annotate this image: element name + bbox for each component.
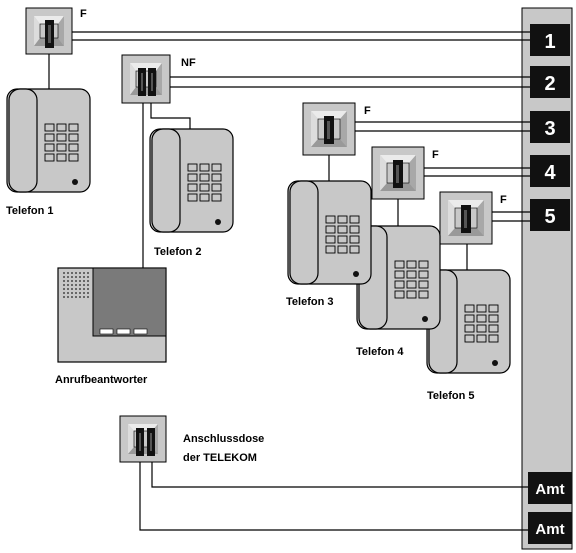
port-1-number: 1 — [544, 31, 555, 53]
telekom-socket-label-line1: Anschlussdose — [183, 433, 264, 445]
port-5-number: 5 — [544, 206, 555, 228]
port-5: 5 — [530, 199, 570, 231]
port-4-number: 4 — [544, 162, 556, 184]
telephone-2-label: Telefon 2 — [154, 246, 201, 258]
port-2: 2 — [530, 66, 570, 98]
trunk-port-1: Amt — [528, 472, 572, 504]
wall-socket-4 — [371, 146, 425, 200]
wiring — [48, 31, 530, 531]
trunk-port-2: Amt — [528, 512, 572, 544]
telephone-3 — [287, 180, 372, 285]
port-4: 4 — [530, 155, 570, 187]
telephone-3-label: Telefon 3 — [286, 296, 333, 308]
answering-machine — [57, 267, 167, 363]
answering-machine-label: Anrufbeantworter — [55, 374, 148, 386]
socket-5-type: F — [500, 194, 507, 206]
wall-socket-2 — [121, 54, 171, 104]
telephone-4-label: Telefon 4 — [356, 346, 404, 358]
telekom-socket-label-line2: der TELEKOM — [183, 452, 257, 464]
trunk-port-2-label: Amt — [535, 521, 564, 538]
wall-socket-1 — [25, 7, 73, 55]
telephone-1-label: Telefon 1 — [6, 205, 53, 217]
socket-2-type: NF — [181, 57, 196, 69]
wall-socket-3 — [302, 102, 356, 156]
socket-1-type: F — [80, 8, 87, 20]
wall-socket-5 — [439, 191, 493, 245]
telephone-5-label: Telefon 5 — [427, 390, 474, 402]
socket-3-type: F — [364, 105, 371, 117]
connection-panel — [521, 7, 573, 550]
telephone-2 — [149, 128, 234, 233]
port-3-number: 3 — [544, 118, 555, 140]
port-2-number: 2 — [544, 73, 555, 95]
trunk-port-1-label: Amt — [535, 481, 564, 498]
telephone-1 — [6, 88, 91, 193]
telephone-4 — [356, 225, 441, 330]
port-1: 1 — [530, 24, 570, 56]
port-3: 3 — [530, 111, 570, 143]
socket-4-type: F — [432, 149, 439, 161]
telekom-main-socket — [119, 415, 167, 463]
